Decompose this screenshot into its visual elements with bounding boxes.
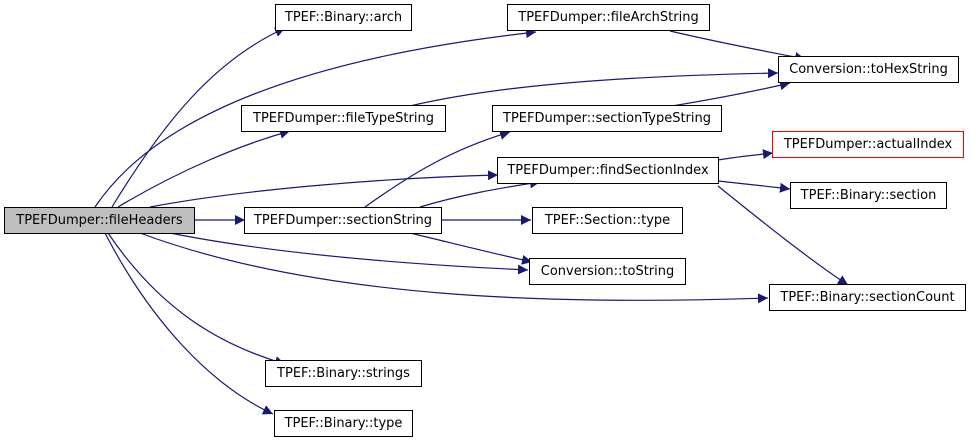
node-binary-section[interactable]: TPEF::Binary::section xyxy=(790,182,947,209)
node-find-section-index[interactable]: TPEFDumper::findSectionIndex xyxy=(497,157,719,184)
edge-fileheaders-to-binary-arch xyxy=(111,27,286,208)
node-file-type-string[interactable]: TPEFDumper::fileTypeString xyxy=(241,105,446,132)
edge-fileheaders-to-findsectionindex xyxy=(149,170,499,208)
edge-sectionstring-to-sectiontypestring xyxy=(364,130,511,208)
node-to-string[interactable]: Conversion::toString xyxy=(529,258,686,285)
node-file-arch-string[interactable]: TPEFDumper::fileArchString xyxy=(507,4,710,31)
edge-filearchstring-to-tohexstring xyxy=(669,30,806,62)
edge-fileheaders-to-tostring xyxy=(169,232,529,275)
node-to-hex-string[interactable]: Conversion::toHexString xyxy=(778,56,959,83)
edge-sectiontypestring-to-tohexstring xyxy=(671,80,791,107)
node-binary-type[interactable]: TPEF::Binary::type xyxy=(274,410,413,437)
edge-findsectionindex-to-binary-section xyxy=(717,180,791,193)
edge-sectionstring-to-tostring xyxy=(409,232,533,265)
node-actual-index[interactable]: TPEFDumper::actualIndex xyxy=(772,131,964,158)
edge-filetypestring-to-tohexstring xyxy=(409,68,779,107)
edge-findsectionindex-to-actualindex xyxy=(717,149,774,161)
node-section-type[interactable]: TPEF::Section::type xyxy=(532,207,683,234)
edge-findsectionindex-to-sectioncount xyxy=(717,185,849,286)
node-file-headers[interactable]: TPEFDumper::fileHeaders xyxy=(4,207,195,234)
edge-sectionstring-to-findsectionindex xyxy=(419,178,541,208)
edge-fileheaders-to-filetypestring xyxy=(117,128,291,208)
node-binary-strings[interactable]: TPEF::Binary::strings xyxy=(265,360,422,387)
node-binary-arch[interactable]: TPEF::Binary::arch xyxy=(275,4,412,31)
node-section-count[interactable]: TPEF::Binary::sectionCount xyxy=(769,284,966,311)
edge-fileheaders-to-binary-type xyxy=(104,232,274,415)
edge-fileheaders-to-sectioncount xyxy=(139,232,769,304)
edge-fileheaders-to-strings xyxy=(107,232,286,366)
node-section-string[interactable]: TPEFDumper::sectionString xyxy=(244,207,442,234)
edge-filetypestring-to-filearchstring xyxy=(94,28,537,208)
node-section-type-string[interactable]: TPEFDumper::sectionTypeString xyxy=(492,105,722,132)
